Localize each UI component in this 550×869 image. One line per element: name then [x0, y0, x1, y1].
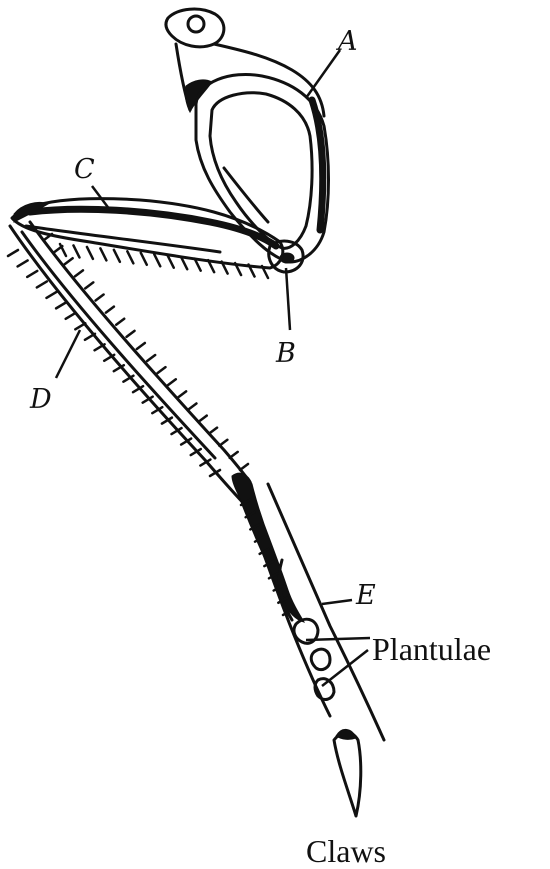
- femur-spine: [181, 257, 187, 269]
- label-b: B: [275, 338, 296, 369]
- tibia-spine-outer: [37, 281, 47, 287]
- tibia-spine-inner: [188, 403, 196, 409]
- label-d: D: [29, 384, 52, 415]
- tibia-spine-inner: [209, 428, 217, 434]
- tibia-spine-inner: [168, 379, 176, 385]
- tibia-spine-outer: [56, 302, 66, 308]
- pointer-e: [322, 600, 352, 604]
- tibia-spine-outer: [18, 260, 28, 266]
- tibia-spine-outer: [8, 250, 18, 256]
- tibia-spine-inner: [137, 343, 145, 349]
- tibia-spine-outer: [46, 292, 56, 298]
- pointer-a: [306, 50, 340, 98]
- tibia-spine-inner: [127, 331, 135, 337]
- femur-spine: [168, 256, 174, 268]
- tibia-spine-inner: [147, 355, 155, 361]
- tibia-spine-inner: [65, 258, 73, 264]
- femur-spine: [127, 251, 133, 263]
- tibia-spine-outer: [66, 313, 76, 319]
- label-plantulae: Plantulae: [372, 631, 491, 667]
- femur-spine: [87, 247, 93, 259]
- tibia-spine-inner: [230, 452, 238, 458]
- femur-spine: [114, 250, 120, 262]
- tibia-spine-outer: [27, 271, 37, 277]
- label-a: A: [335, 26, 358, 57]
- tibia-spine-inner: [219, 440, 227, 446]
- tibia-spine-inner: [54, 246, 62, 252]
- pointer-b: [286, 268, 290, 330]
- femur-spine: [100, 248, 106, 260]
- tibia-spine-inner: [178, 391, 186, 397]
- femur-spine: [154, 254, 160, 266]
- tibia-spine-inner: [199, 416, 207, 422]
- label-e: E: [355, 580, 376, 611]
- femur-spine: [141, 253, 147, 265]
- tibia-segment-d: [10, 222, 252, 512]
- tibia-spine-inner: [96, 295, 104, 301]
- tibia-spine-outer: [85, 334, 95, 340]
- pointer-d: [56, 330, 80, 378]
- tibia-spine-inner: [157, 367, 165, 373]
- tibia-spine-inner: [116, 319, 124, 325]
- tibia-spine-outer: [75, 323, 85, 329]
- tibia-spine-inner: [106, 307, 114, 313]
- femur-spine: [73, 245, 79, 257]
- claws-drawing: [334, 729, 361, 816]
- femur-spines: [60, 244, 268, 278]
- tibia-spine-inner: [240, 464, 248, 470]
- label-claws: Claws: [306, 833, 386, 869]
- tibia-spine-inner: [75, 270, 83, 276]
- tibia-spine-inner: [85, 282, 93, 288]
- label-c: C: [74, 154, 95, 185]
